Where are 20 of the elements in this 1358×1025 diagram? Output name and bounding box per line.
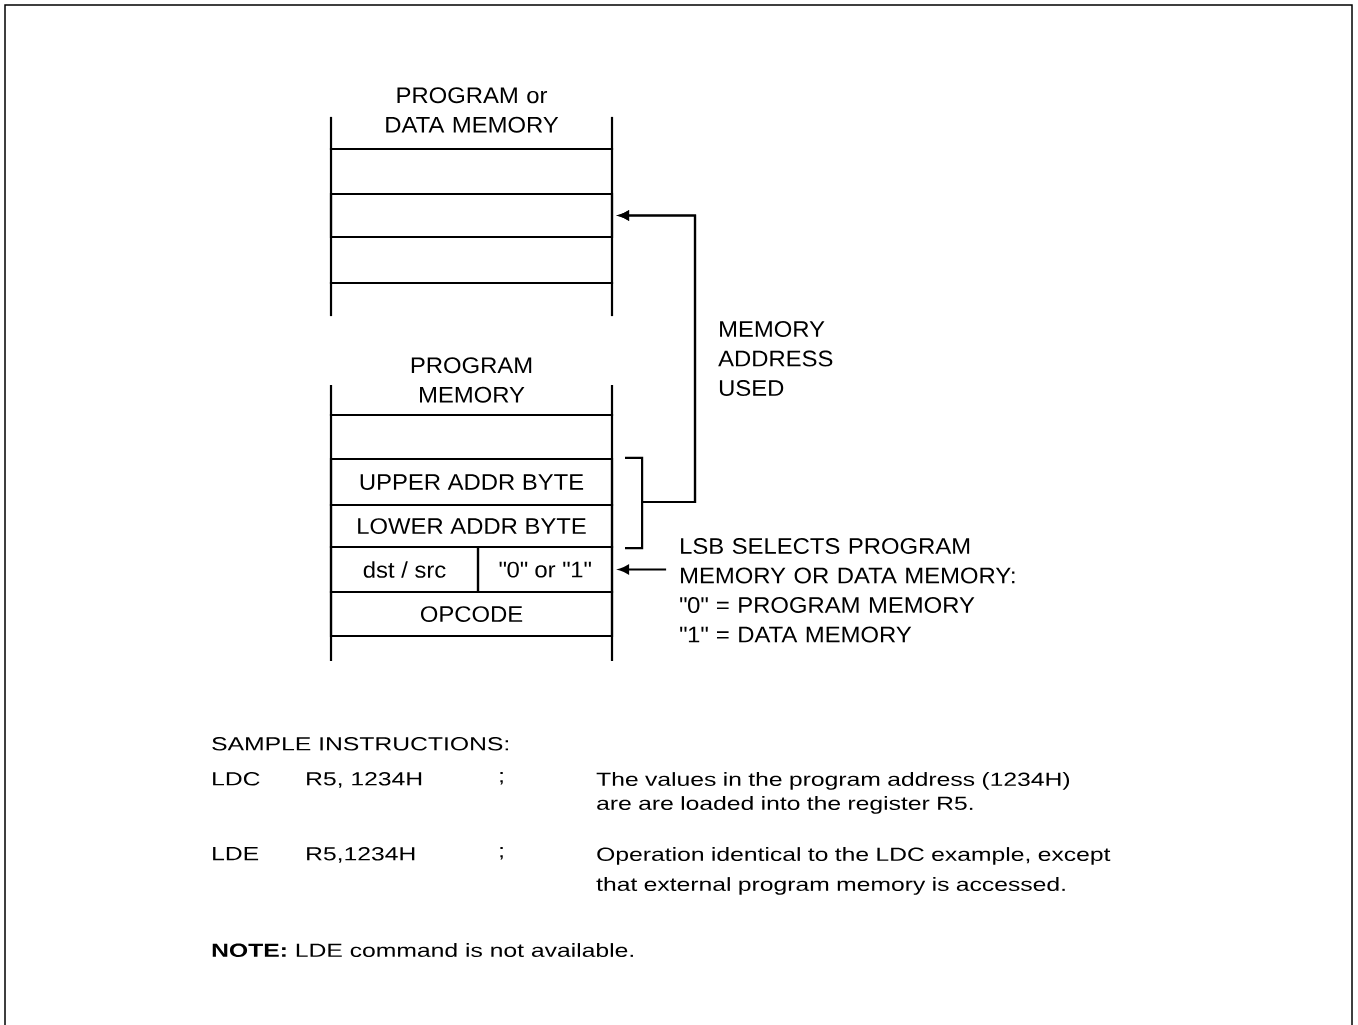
note-text: LSB SELECTS PROGRAM MEMORY OR DATA MEMORY: "0" = PROGRAM MEMORY "1" = DATA MEMORY [680,538,1015,643]
memory-cell: UPPER ADDR BYTE [329,457,614,507]
instruction-text: ; [500,772,503,785]
column-heading: PROGRAM MEMORY [411,357,532,403]
memory-cell [329,192,614,239]
instruction-text: ; [500,847,503,860]
memory-cell: "0" or "1" [476,545,614,594]
instruction-text: LDE [213,847,259,861]
instruction-text: LDC [213,772,260,786]
instruction-text: Operation identical to the LDC example, except that external program memory is accessed. [596,847,1111,895]
memory-cell: dst / src [329,545,480,594]
column-heading: PROGRAM or DATA MEMORY [386,87,559,133]
instruction-text: R5, 1234H [307,772,422,788]
memory-cell: OPCODE [329,590,614,638]
instruction-text: SAMPLE INSTRUCTIONS: [212,737,508,751]
instruction-text: NOTE: LDE command is not available. [212,943,633,958]
instruction-text: The values in the program address (1234H) are are loaded into the register R5. [596,772,1070,814]
edge-label: MEMORY ADDRESS USED [718,321,833,397]
memory-cell: LOWER ADDR BYTE [329,503,614,549]
instruction-text: R5,1234H [307,847,415,863]
